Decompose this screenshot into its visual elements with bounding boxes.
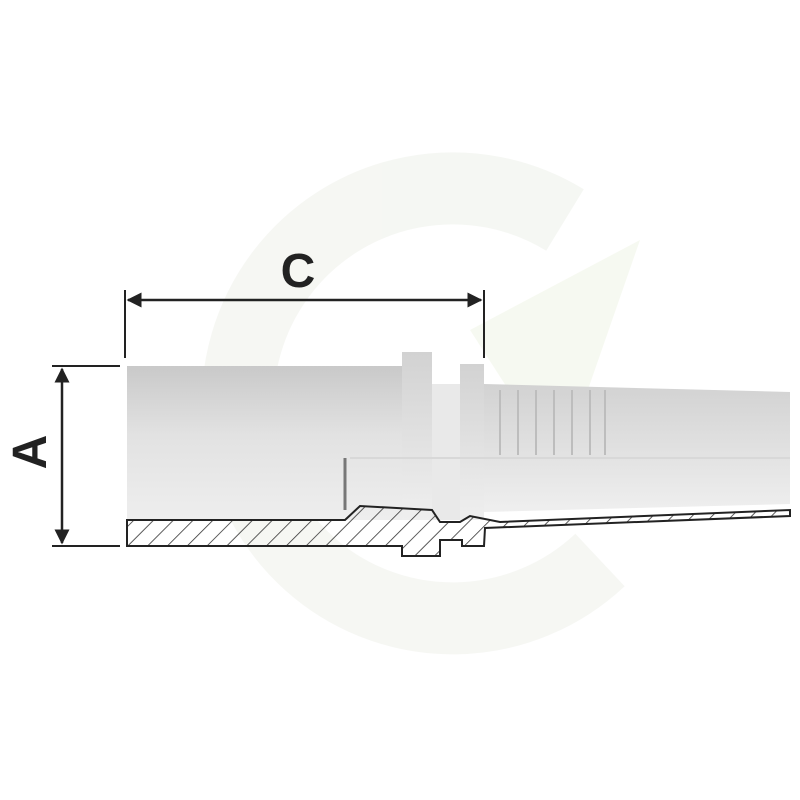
- dimension-c: C: [124, 245, 485, 358]
- dimension-a: A: [4, 365, 120, 547]
- dimension-c-label: C: [281, 245, 316, 298]
- fitting-body: [127, 352, 790, 520]
- dimension-a-label: A: [4, 435, 57, 470]
- stem-ridges: [499, 390, 606, 455]
- section-hatch: [126, 504, 791, 557]
